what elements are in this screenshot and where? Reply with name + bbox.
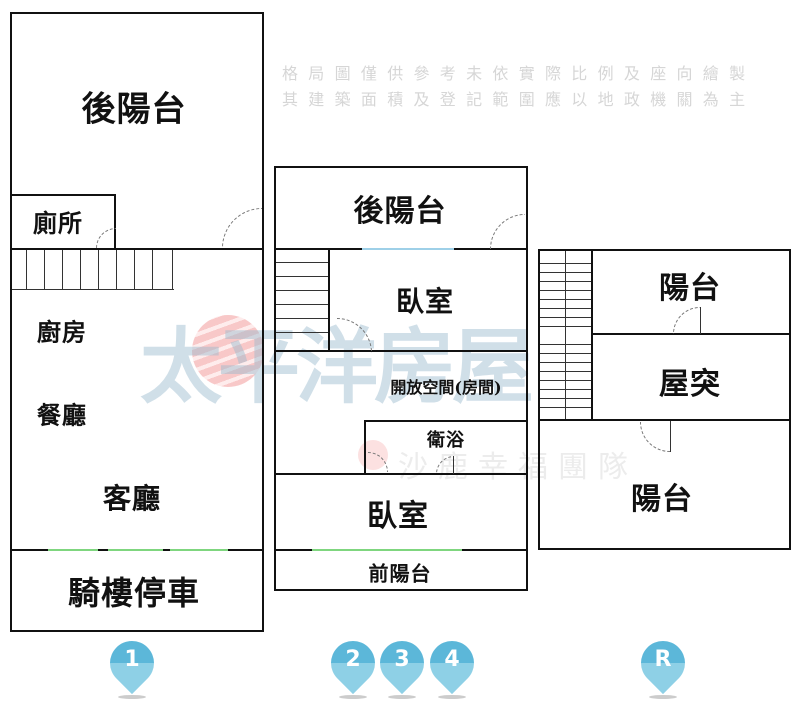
- window: [402, 549, 462, 551]
- room-label-bathroom: 衛浴: [427, 430, 465, 451]
- floor-pin-2[interactable]: 2: [321, 631, 385, 699]
- floor-pin-3[interactable]: 3: [370, 631, 434, 699]
- room-label-roof-protrusion: 屋突: [659, 367, 721, 402]
- disclaimer-line-1: 格局圖僅供參考未依實際比例及座向繪製: [282, 64, 756, 83]
- door-leaf: [670, 421, 671, 452]
- room-label-living-room: 客廳: [102, 482, 162, 515]
- wall: [274, 350, 528, 352]
- wall: [364, 420, 528, 422]
- window: [312, 549, 342, 551]
- room-label-bedroom-front: 臥室: [367, 499, 429, 534]
- wall: [364, 420, 366, 474]
- window: [342, 549, 402, 551]
- wall: [328, 248, 330, 352]
- wall: [274, 473, 528, 475]
- floor-1-outline: [10, 12, 264, 632]
- room-label-bedroom-rear: 臥室: [395, 285, 455, 318]
- wall: [591, 249, 593, 421]
- window: [108, 549, 163, 551]
- wall: [538, 419, 791, 421]
- watermark-logo-icon: [192, 315, 264, 387]
- room-label-dining-room: 餐廳: [37, 400, 87, 430]
- room-label-open-space: 開放空間(房間): [390, 378, 502, 397]
- room-label-front-balcony: 前陽台: [368, 561, 432, 586]
- room-label-rear-balcony: 後陽台: [353, 194, 447, 229]
- floor-pin-1[interactable]: 1: [100, 631, 164, 699]
- wall: [591, 333, 791, 335]
- wall: [10, 248, 264, 250]
- window: [362, 248, 454, 250]
- room-label-balcony-bottom: 陽台: [631, 482, 693, 517]
- disclaimer-line-2: 其建築面積及登記範圍應以地政機關為主: [282, 90, 756, 109]
- room-label-balcony-top: 陽台: [659, 271, 721, 306]
- door-leaf: [700, 307, 701, 334]
- room-label-arcade-parking: 騎樓停車: [67, 574, 201, 612]
- floor-r-outline: [538, 249, 791, 550]
- window: [48, 549, 98, 551]
- room-label-rear-balcony: 後陽台: [81, 89, 187, 130]
- room-label-kitchen: 廚房: [37, 317, 87, 347]
- floor-pin-4[interactable]: 4: [420, 631, 484, 699]
- window: [170, 549, 228, 551]
- door-leaf: [453, 456, 454, 474]
- floor-2-4-outline: [274, 166, 528, 591]
- floor-pin-r[interactable]: R: [631, 631, 695, 699]
- room-label-toilet: 廁所: [33, 208, 83, 238]
